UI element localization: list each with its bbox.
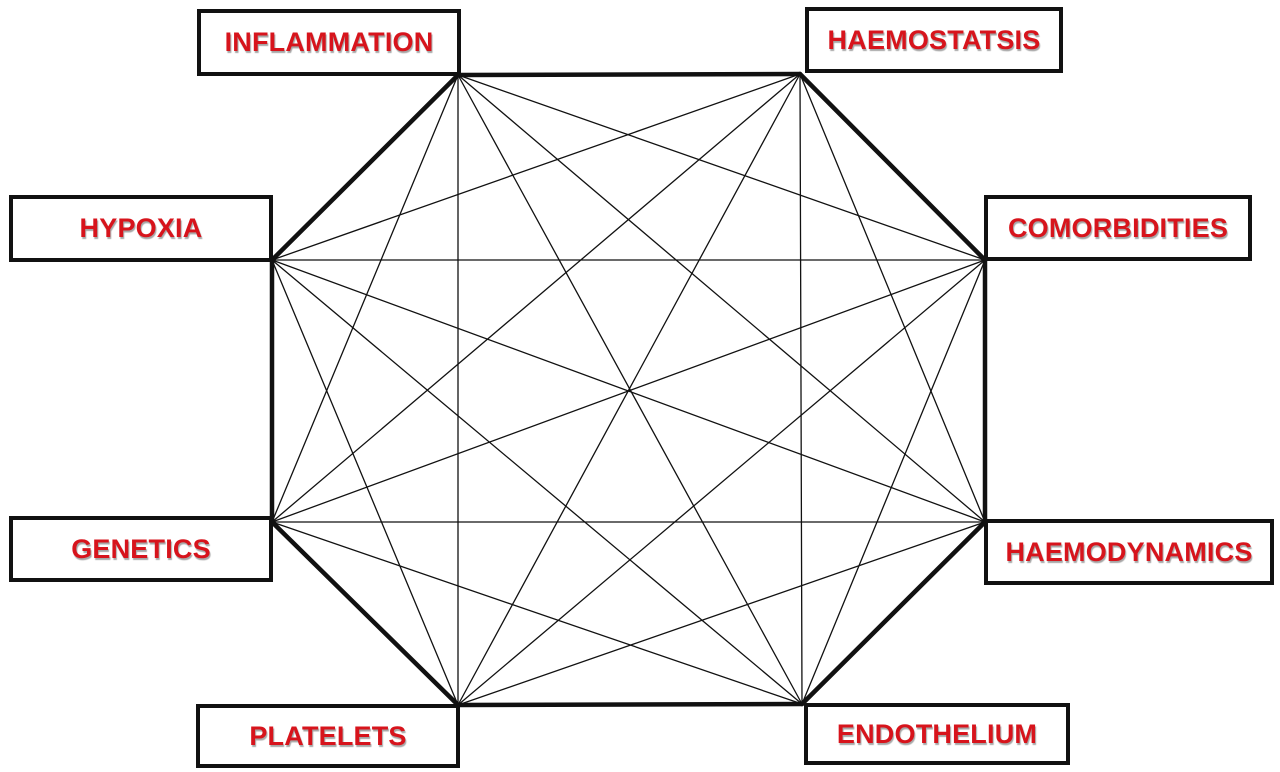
node-haemostatsis: HAEMOSTATSIS (805, 7, 1063, 73)
link-haemostatsis-platelets (457, 73, 801, 706)
node-label: HYPOXIA (79, 213, 203, 243)
node-endothelium: ENDOTHELIUM (804, 703, 1070, 765)
node-label: PLATELETS (249, 720, 407, 751)
edge-haemostatsis-comorbidities (797, 71, 988, 263)
link-inflammation-genetics (271, 74, 459, 523)
node-platelets: PLATELETS (196, 704, 460, 768)
node-label: COMORBIDITIES (1007, 212, 1229, 243)
node-label: ENDOTHELIUM (836, 718, 1038, 749)
node-comorbidities: COMORBIDITIES (984, 195, 1252, 261)
node-label: INFLAMMATION (224, 27, 434, 57)
node-hypoxia: HYPOXIA (9, 195, 273, 262)
link-inflammation-haemodynamics (457, 74, 986, 523)
link-haemostatsis-endothelium (799, 73, 803, 705)
link-inflammation-endothelium (457, 74, 803, 705)
link-endothelium-genetics (271, 521, 803, 705)
edge-endothelium-platelets (455, 701, 805, 708)
edge-inflammation-hypoxia (269, 72, 461, 263)
link-haemodynamics-platelets (457, 521, 986, 706)
link-comorbidities-platelets (457, 259, 986, 706)
edge-platelets-genetics (269, 519, 461, 708)
link-haemostatsis-hypoxia (271, 73, 801, 261)
link-comorbidities-endothelium (801, 259, 986, 705)
node-label: GENETICS (71, 533, 211, 564)
edge-haemodynamics-endothelium (799, 519, 988, 707)
node-haemodynamics: HAEMODYNAMICS (984, 519, 1274, 585)
node-genetics: GENETICS (9, 516, 273, 582)
link-inflammation-comorbidities (457, 74, 986, 261)
link-endothelium-hypoxia (271, 259, 803, 705)
link-haemostatsis-genetics (271, 73, 801, 523)
link-haemostatsis-haemodynamics (799, 73, 986, 523)
node-label: HAEMODYNAMICS (1005, 536, 1253, 567)
edge-inflammation-haemostatsis (455, 71, 803, 78)
link-platelets-hypoxia (271, 259, 459, 706)
node-label: HAEMOSTATSIS (827, 24, 1041, 55)
link-haemodynamics-hypoxia (271, 259, 986, 523)
node-inflammation: INFLAMMATION (197, 9, 461, 76)
